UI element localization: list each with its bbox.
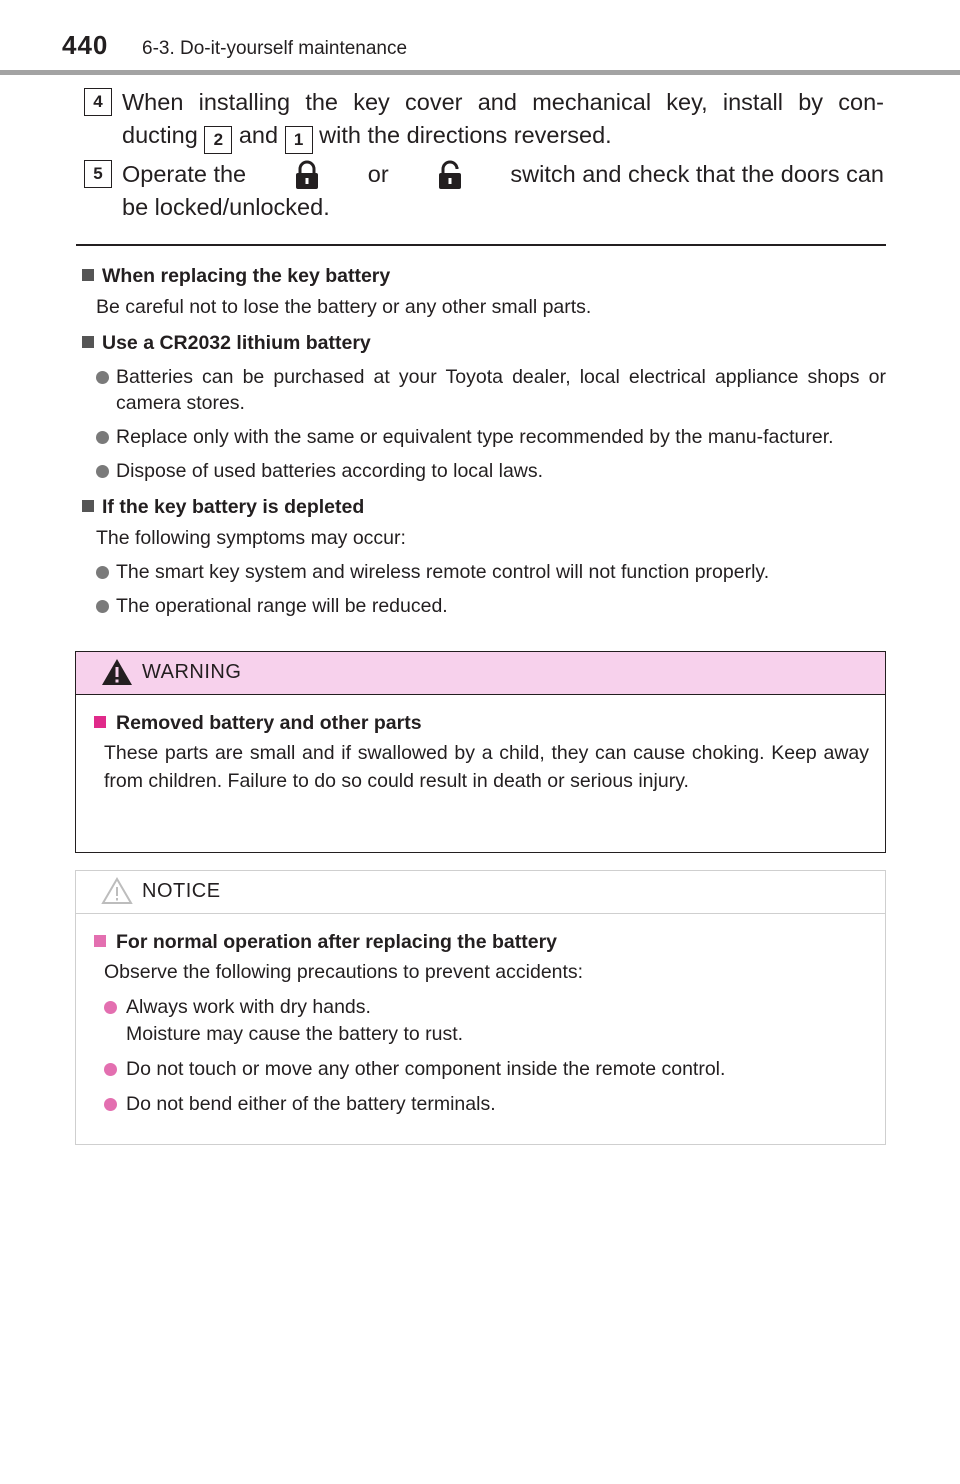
bullet-dot-icon (96, 431, 109, 444)
unlock-icon (430, 160, 470, 190)
list-item: The operational range will be reduced. (82, 593, 886, 619)
bullet-dot-icon (96, 465, 109, 478)
square-bullet-icon (82, 269, 94, 281)
bullet-dot-icon (96, 371, 109, 384)
step-line: be locked/unlocked. (122, 194, 330, 220)
step-word: ducting (122, 122, 198, 148)
square-bullet-icon (94, 716, 106, 728)
list-item: Replace only with the same or equivalent… (82, 424, 886, 450)
step-reference: 2 (204, 126, 233, 154)
note-heading: Use a CR2032 lithium battery (82, 330, 886, 356)
notice-label: NOTICE (142, 880, 221, 902)
notice-title: For normal operation after replacing the… (94, 928, 869, 956)
warning-box: WARNING Removed battery and other parts … (75, 651, 886, 853)
section-divider (76, 244, 886, 246)
section-title: 6-3. Do-it-yourself maintenance (142, 38, 408, 59)
bullet-dot-icon (104, 1063, 117, 1076)
bullet-dot-icon (104, 1098, 117, 1111)
warning-triangle-icon (100, 657, 134, 692)
warning-header: WARNING (76, 652, 885, 695)
list-item: The smart key system and wireless remote… (82, 559, 886, 585)
list-item: Batteries can be purchased at your Toyot… (82, 364, 886, 416)
note-heading: If the key battery is depleted (82, 494, 886, 520)
step-word: Operate the (122, 161, 247, 187)
square-bullet-icon (94, 935, 106, 947)
notice-box: NOTICE For normal operation after replac… (75, 870, 886, 1145)
notice-header: NOTICE (76, 871, 885, 914)
step-reference: 1 (284, 126, 313, 154)
list-item: Always work with dry hands. Moisture may… (94, 994, 869, 1048)
step-line: Operate the or switch and check that the… (122, 158, 884, 191)
step-word: and (238, 122, 279, 148)
note-text: Be careful not to lose the battery or an… (96, 296, 592, 318)
warning-text: These parts are small and if swallowed b… (104, 742, 869, 792)
warning-title: Removed battery and other parts (94, 709, 869, 737)
warning-label: WARNING (142, 661, 242, 683)
list-item: Dispose of used batteries according to l… (82, 458, 886, 484)
step-number: 5 (84, 160, 112, 188)
bullet-dot-icon (104, 1001, 117, 1014)
list-item: Do not bend either of the battery termin… (94, 1091, 869, 1118)
step-line: ducting 2 and 1 with the directions reve… (122, 119, 884, 154)
step-word: or (367, 161, 389, 187)
warning-body: Removed battery and other parts These pa… (76, 695, 885, 795)
step-line: When installing the key cover and mechan… (122, 89, 884, 115)
note-text: The following symptoms may occur: (96, 527, 406, 549)
square-bullet-icon (82, 336, 94, 348)
step-5: 5 Operate the or switch and check that t… (84, 158, 884, 228)
step-text: Operate the or switch and check that the… (122, 158, 884, 224)
step-4: 4 When installing the key cover and mech… (84, 86, 884, 156)
notice-text: Observe the following precautions to pre… (104, 961, 584, 983)
step-text: When installing the key cover and mechan… (122, 86, 884, 154)
bullet-dot-icon (96, 566, 109, 579)
page-header: 440 6-3. Do-it-yourself maintenance (0, 0, 960, 76)
step-word: switch and check that the doors can (510, 161, 884, 187)
bullet-dot-icon (96, 600, 109, 613)
page-number: 440 (62, 30, 109, 60)
notes-section: When replacing the key battery Be carefu… (82, 256, 886, 619)
header-rule (0, 70, 960, 75)
list-item: Do not touch or move any other component… (94, 1056, 869, 1083)
lock-icon (287, 160, 327, 190)
step-word: with the directions reversed. (319, 122, 612, 148)
note-heading: When replacing the key battery (82, 263, 886, 289)
square-bullet-icon (82, 500, 94, 512)
notice-body: For normal operation after replacing the… (76, 914, 885, 1118)
caution-triangle-icon (100, 876, 134, 911)
step-number: 4 (84, 88, 112, 116)
